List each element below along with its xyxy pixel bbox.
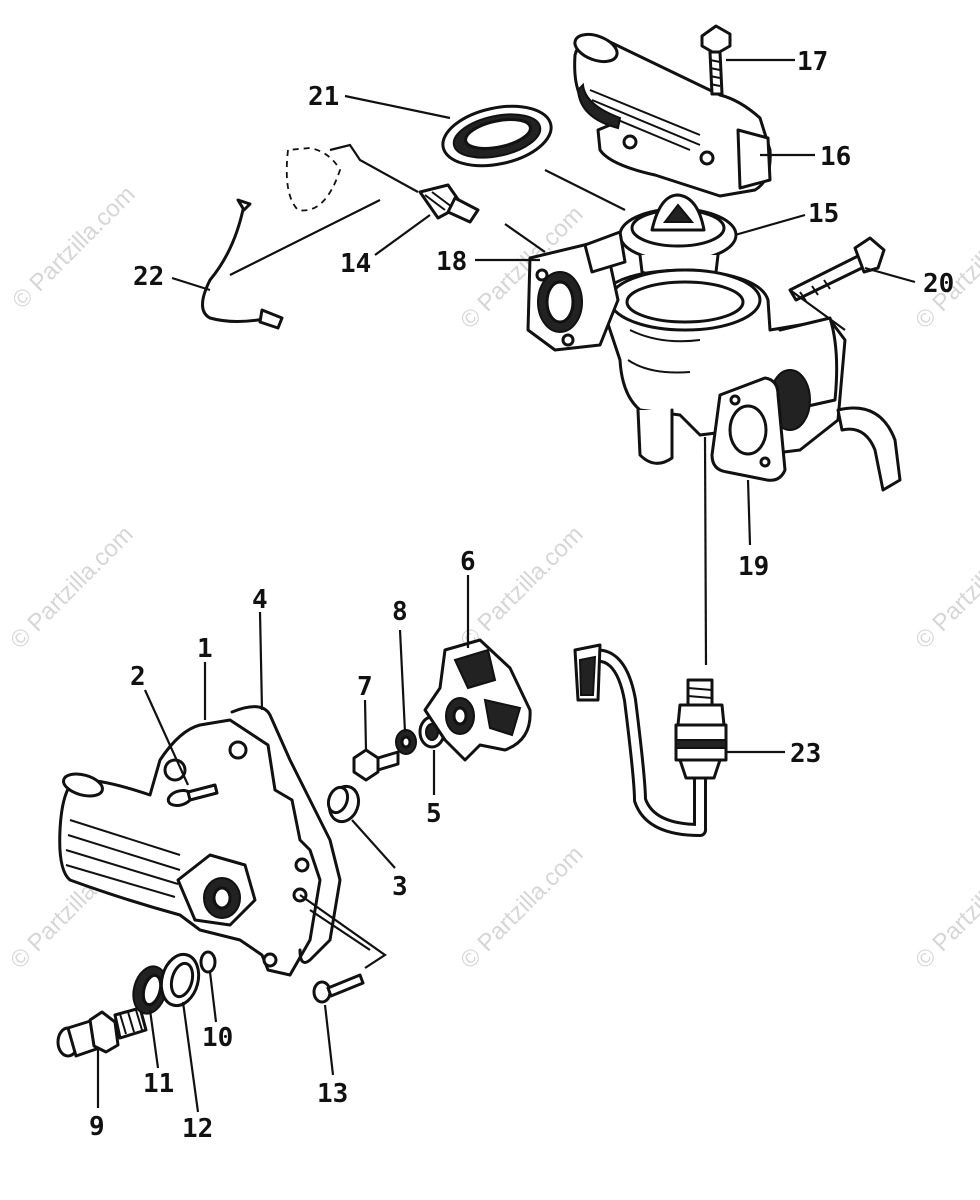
bolt-20	[788, 236, 886, 302]
drain-washer	[159, 952, 201, 1008]
collar	[326, 784, 361, 824]
callout-6: 6	[460, 547, 476, 577]
callout-12: 12	[182, 1114, 213, 1144]
callout-17: 17	[797, 47, 828, 77]
callout-3: 3	[392, 872, 408, 902]
callout-9: 9	[89, 1112, 105, 1142]
oil-seal-ring	[441, 104, 553, 168]
callout-leaders	[96, 58, 916, 1113]
callout-19: 19	[738, 552, 769, 582]
thermostat-case-body	[526, 230, 902, 492]
callout-13: 13	[317, 1079, 348, 1109]
watermark-left-mid: © Partzilla.com	[5, 521, 138, 654]
water-pump-cover	[58, 718, 322, 977]
screw-13	[312, 973, 365, 1004]
pump-gasket	[230, 705, 342, 964]
thermostat-housing-elbow	[573, 32, 772, 198]
callout-20: 20	[923, 269, 954, 299]
callout-21: 21	[308, 82, 339, 112]
callout-16: 16	[820, 142, 851, 172]
impeller	[423, 638, 532, 762]
callout-7: 7	[357, 672, 373, 702]
assembly-lines-top	[285, 143, 846, 666]
watermark-right-top: © Partzilla.com	[910, 201, 980, 334]
watermark-right-mid: © Partzilla.com	[910, 521, 980, 654]
callout-1: 1	[197, 634, 213, 664]
drain-gasket	[132, 965, 168, 1015]
screw-2	[166, 783, 219, 807]
callout-22: 22	[133, 262, 164, 292]
callout-4: 4	[252, 585, 268, 615]
drain-bolt	[56, 1006, 148, 1058]
assembly-lines-bottom	[299, 894, 387, 969]
callout-11: 11	[143, 1069, 174, 1099]
callout-14: 14	[340, 249, 371, 279]
callout-numbers: 17 16 15 20 21 14 22 18 19 23 6 8 7 5 3 …	[89, 47, 954, 1144]
callout-2: 2	[130, 662, 146, 692]
watermark-center-bottom: © Partzilla.com	[455, 841, 588, 974]
watermark-right-bottom: © Partzilla.com	[910, 841, 980, 974]
callout-18: 18	[436, 247, 467, 277]
watermark-left-top: © Partzilla.com	[7, 181, 140, 314]
callout-15: 15	[808, 199, 839, 229]
callout-10: 10	[202, 1023, 233, 1053]
hose-with-sender	[573, 643, 728, 837]
bolt-17	[700, 24, 732, 96]
bolt-7	[352, 748, 400, 782]
callout-5: 5	[426, 799, 442, 829]
outlet-gasket	[710, 376, 787, 482]
washer-10	[199, 950, 217, 974]
callout-23: 23	[790, 739, 821, 769]
sender-wire	[201, 198, 381, 330]
thermostat	[618, 193, 738, 282]
callout-8: 8	[392, 597, 408, 627]
washer-8	[395, 729, 417, 755]
watermark-center-mid: © Partzilla.com	[455, 521, 588, 654]
temperature-sender	[418, 183, 480, 224]
